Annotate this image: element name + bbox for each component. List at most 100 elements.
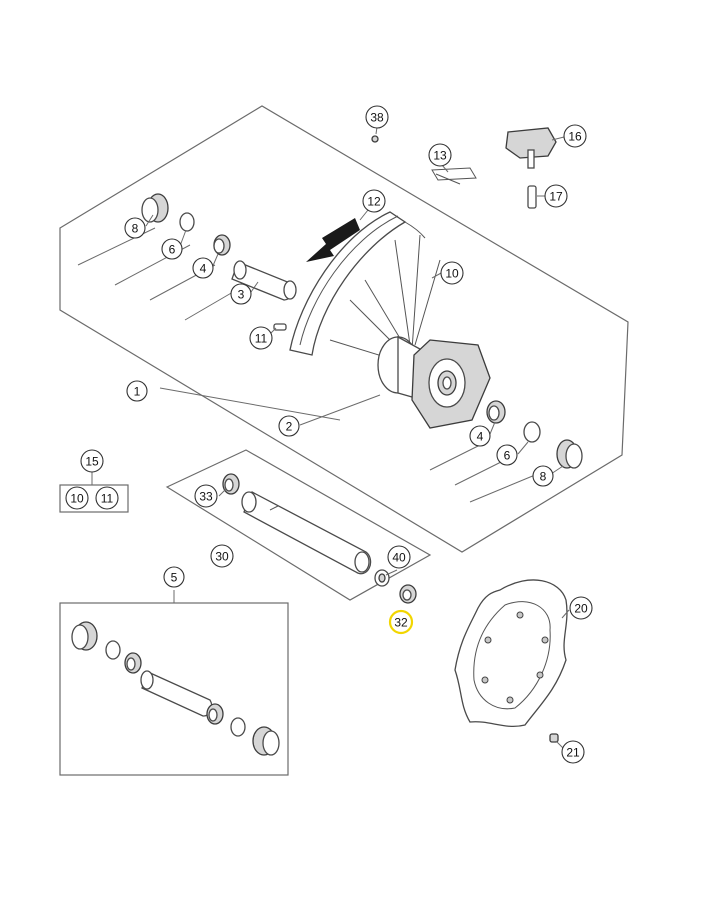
callout-number: 2 — [286, 420, 293, 434]
callout-40[interactable]: 40 — [387, 545, 411, 569]
callout-circle — [365, 105, 389, 129]
callout-number: 12 — [367, 195, 381, 209]
spacer-tube — [231, 260, 297, 301]
right-bearing-stack — [486, 400, 583, 469]
callout-circle — [249, 326, 273, 350]
rim-tape-13 — [431, 167, 477, 185]
callout-12[interactable]: 12 — [362, 189, 386, 213]
frame-step-lines — [77, 227, 536, 503]
callout-circle — [194, 484, 218, 508]
callout-circle — [161, 238, 183, 260]
valve-cap-38 — [371, 135, 379, 143]
callout-circle — [532, 465, 554, 487]
callout-number: 11 — [101, 492, 114, 506]
callout-circle — [163, 566, 185, 588]
callout-circle — [80, 449, 104, 473]
callout-2[interactable]: 2 — [278, 415, 300, 437]
callout-circle — [230, 283, 252, 305]
leader-2 — [299, 394, 381, 426]
callout-circle — [126, 380, 148, 402]
rotation-arrow — [306, 218, 360, 262]
callout-number: 1 — [134, 385, 141, 399]
callout-circle — [544, 184, 568, 208]
rim — [289, 211, 426, 356]
callout-5[interactable]: 5 — [163, 566, 185, 588]
callout-number: 21 — [566, 746, 580, 760]
callout-circle — [192, 257, 214, 279]
callout-number: 6 — [504, 449, 511, 463]
callout-number: 13 — [433, 149, 447, 163]
callout-circle — [428, 143, 452, 167]
callout-circle — [362, 189, 386, 213]
callout-6[interactable]: 6 — [161, 238, 183, 260]
callout-6[interactable]: 6 — [496, 444, 518, 466]
callout-10[interactable]: 10 — [65, 486, 89, 510]
axle-30 — [241, 491, 372, 575]
callout-circle — [124, 217, 146, 239]
callout-number: 20 — [574, 602, 588, 616]
callout-circle — [278, 415, 300, 437]
callout-number: 33 — [199, 490, 213, 504]
callout-30[interactable]: 30 — [210, 544, 234, 568]
callout-20[interactable]: 20 — [569, 596, 593, 620]
spoke-nipple — [273, 323, 287, 331]
valve-17 — [527, 185, 537, 209]
callout-number: 16 — [568, 130, 582, 144]
callout-number: 5 — [171, 571, 178, 585]
callout-number: 8 — [132, 222, 139, 236]
callout-circle — [387, 545, 411, 569]
callout-38[interactable]: 38 — [365, 105, 389, 129]
callout-number: 32 — [394, 616, 408, 630]
callout-circle — [496, 444, 518, 466]
callout-15[interactable]: 15 — [80, 449, 104, 473]
washer-40 — [374, 569, 390, 587]
callout-1[interactable]: 1 — [126, 380, 148, 402]
callout-4[interactable]: 4 — [469, 425, 491, 447]
callout-number: 15 — [85, 455, 99, 469]
axle-frame — [165, 449, 432, 601]
callout-number: 10 — [70, 492, 84, 506]
callout-number: 17 — [549, 190, 563, 204]
callout-4[interactable]: 4 — [192, 257, 214, 279]
callout-number: 4 — [477, 430, 484, 444]
callout-17[interactable]: 17 — [544, 184, 568, 208]
callout-3[interactable]: 3 — [230, 283, 252, 305]
callout-circle — [440, 261, 464, 285]
callout-13[interactable]: 13 — [428, 143, 452, 167]
callout-number: 38 — [370, 111, 384, 125]
callout-number: 30 — [215, 550, 229, 564]
callout-21[interactable]: 21 — [561, 740, 585, 764]
callout-number: 11 — [255, 332, 268, 346]
disc-bolt-21 — [549, 733, 559, 743]
callout-circle — [95, 486, 119, 510]
callout-circle — [561, 740, 585, 764]
rim-lock-16 — [505, 127, 557, 169]
wheel-assembly-frame — [59, 105, 629, 553]
callout-16[interactable]: 16 — [563, 124, 587, 148]
callout-circle — [569, 596, 593, 620]
wheel-hub — [377, 335, 491, 429]
callout-33[interactable]: 33 — [194, 484, 218, 508]
callout-11[interactable]: 11 — [95, 486, 119, 510]
callout-number: 10 — [445, 267, 459, 281]
leader-1 — [159, 387, 341, 421]
callout-8[interactable]: 8 — [124, 217, 146, 239]
callout-circle — [388, 609, 414, 635]
callout-11[interactable]: 11 — [249, 326, 273, 350]
callout-number: 40 — [392, 551, 406, 565]
callout-8[interactable]: 8 — [532, 465, 554, 487]
kit-box-15 — [59, 484, 129, 513]
callout-number: 6 — [169, 243, 176, 257]
nut-32 — [399, 584, 417, 604]
callout-circle — [563, 124, 587, 148]
callout-10[interactable]: 10 — [440, 261, 464, 285]
callout-circle — [469, 425, 491, 447]
left-bearing-stack — [141, 193, 231, 256]
axle-seal-33 — [222, 473, 240, 495]
callout-number: 3 — [238, 288, 245, 302]
callout-32-highlighted[interactable]: 32 — [388, 609, 414, 635]
kit-5-parts — [71, 621, 280, 756]
